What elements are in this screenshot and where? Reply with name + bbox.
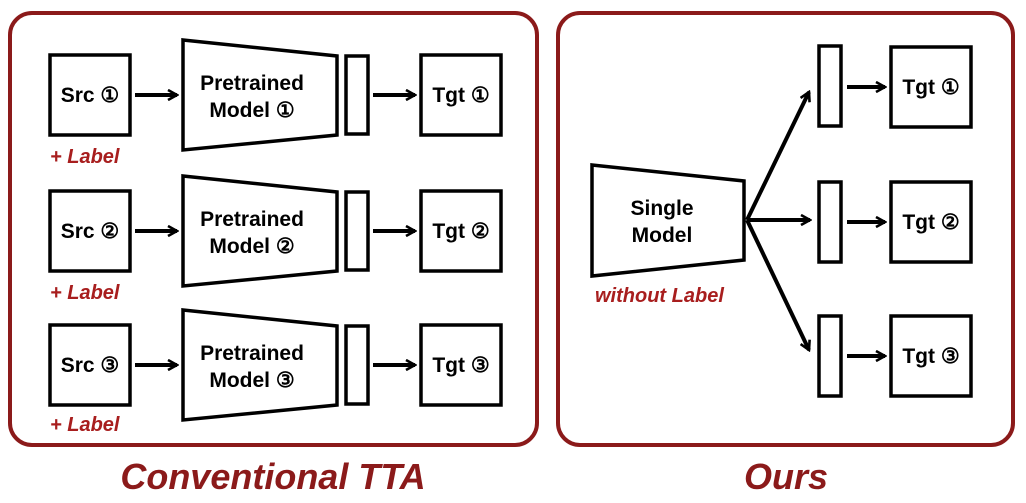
tgt-label-1: Tgt ① <box>432 84 489 107</box>
conventional-panel <box>8 11 539 447</box>
conventional-row-2: Src ② + Label Pretrained Model ② Tgt ② <box>48 174 503 304</box>
ours-tgt-box-1 <box>889 45 973 129</box>
ours-title: Ours <box>744 456 828 497</box>
ours-tgt-label-3: Tgt ③ <box>902 345 959 368</box>
ours-feature-block-3 <box>817 314 843 398</box>
src-label-2: Src ② <box>61 220 120 243</box>
feature-block-1 <box>344 54 370 136</box>
pretrained-model-3 <box>181 308 339 422</box>
src-box-2 <box>48 189 132 273</box>
src-note-1: + Label <box>50 146 120 168</box>
branch-arrow-1 <box>745 92 809 221</box>
ours-tgt-box-2 <box>889 180 973 264</box>
single-model <box>590 163 746 278</box>
ours-feature-block-1 <box>817 44 843 128</box>
tgt-box-3 <box>419 323 503 407</box>
ours-tgt-label-1: Tgt ① <box>902 76 959 99</box>
branch-arrow-3 <box>745 219 809 350</box>
conventional-row-3: Src ③ + Label Pretrained Model ③ Tgt ③ <box>48 308 503 436</box>
tgt-label-3: Tgt ③ <box>432 354 489 377</box>
pretrained-model-2 <box>181 174 339 288</box>
conventional-row-1: Src ① + Label Pretrained Model ① Tgt ① <box>48 38 503 168</box>
single-model-label-b: Model <box>632 224 693 247</box>
model-label-1a: Pretrained <box>200 72 304 95</box>
src-box-3 <box>48 323 132 407</box>
tgt-label-2: Tgt ② <box>432 220 489 243</box>
feature-block-2 <box>344 190 370 272</box>
ours-tgt-box-3 <box>889 314 973 398</box>
model-label-3a: Pretrained <box>200 342 304 365</box>
model-label-3b: Model ③ <box>209 369 294 392</box>
src-label-3: Src ③ <box>61 354 120 377</box>
conventional-title: Conventional TTA <box>120 456 425 497</box>
ours-note: without Label <box>595 285 724 307</box>
model-label-1b: Model ① <box>209 99 294 122</box>
ours-tgt-label-2: Tgt ② <box>902 211 959 234</box>
src-box-1 <box>48 53 132 137</box>
model-label-2a: Pretrained <box>200 208 304 231</box>
ours-feature-block-2 <box>817 180 843 264</box>
ours-panel <box>556 11 1015 447</box>
single-model-label-a: Single <box>630 197 693 220</box>
src-label-1: Src ① <box>61 84 120 107</box>
model-label-2b: Model ② <box>209 235 294 258</box>
tgt-box-1 <box>419 53 503 137</box>
src-note-2: + Label <box>50 282 120 304</box>
tgt-box-2 <box>419 189 503 273</box>
src-note-3: + Label <box>50 414 120 436</box>
feature-block-3 <box>344 324 370 406</box>
pretrained-model-1 <box>181 38 339 152</box>
